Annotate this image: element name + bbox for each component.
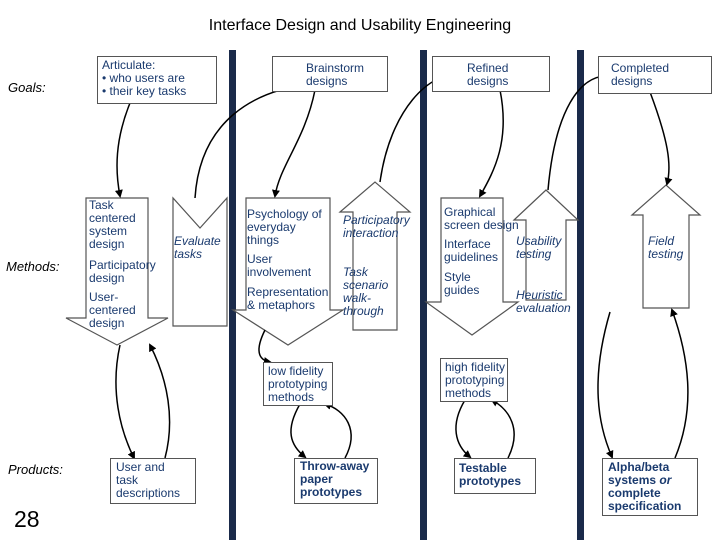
goal-articulate-text: Articulate: • who users are • their key … — [102, 58, 187, 98]
product-alpha-or: or — [659, 473, 672, 487]
method-low-fidelity-box: low fidelity prototyping methods — [263, 362, 333, 406]
block-arrow-field-testing — [630, 184, 702, 309]
goal-refined-box: Refined designs — [432, 56, 550, 92]
arrow-psych-to-low-fi — [258, 329, 272, 365]
row-label-methods: Methods: — [6, 259, 60, 274]
block-arrow-usability — [512, 189, 580, 301]
method-task-scenario: Task scenario walk- through — [343, 265, 389, 318]
product-alpha-pre: Alpha/beta systems — [608, 460, 670, 487]
goal-articulate-box: Articulate: • who users are • their key … — [97, 56, 217, 104]
goal-completed-box: Completed designs — [598, 56, 712, 94]
method-high-fidelity-box: high fidelity prototyping methods — [440, 358, 508, 402]
slide-number: 28 — [14, 506, 40, 532]
product-testable: Testable prototypes — [459, 461, 522, 488]
product-throwaway: Throw-away paper prototypes — [300, 459, 370, 499]
goal-refined-text: Refined designs — [467, 61, 509, 88]
goal-brainstorm-text: Brainstorm designs — [306, 61, 365, 88]
method-heuristic: Heuristic evaluation — [516, 288, 571, 315]
arrow-brainstorm-to-psychology — [272, 89, 316, 198]
arrow-high-fi-to-testable — [455, 399, 472, 459]
phase-divider-1 — [229, 50, 236, 540]
product-user-task: User and task descriptions — [116, 460, 181, 500]
method-graphical: Graphical screen design — [444, 205, 519, 232]
block-arrow-graphical — [424, 197, 520, 336]
product-throwaway-box: Throw-away paper prototypes — [294, 458, 378, 504]
method-style-guides: Style guides — [444, 270, 480, 297]
product-alpha: Alpha/beta systems or complete specifica… — [608, 460, 682, 514]
diagram-title: Interface Design and Usability Engineeri… — [208, 17, 512, 34]
method-field-testing: Field testing — [648, 234, 684, 261]
arrow-field-to-alpha — [597, 311, 614, 459]
arrow-user-task-loop — [115, 344, 135, 460]
method-high-fidelity: high fidelity prototyping methods — [445, 360, 506, 400]
product-testable-box: Testable prototypes — [454, 458, 536, 494]
arrow-testable-to-high-fi — [490, 399, 515, 459]
arrow-refined-to-graphical — [479, 89, 504, 198]
arrow-throwaway-to-low-fi — [323, 401, 352, 459]
product-alpha-box: Alpha/beta systems or complete specifica… — [602, 458, 698, 516]
product-alpha-post: complete specification — [608, 486, 682, 513]
phase-divider-2 — [420, 50, 427, 540]
block-arrow-participatory-interaction — [338, 181, 412, 331]
block-arrow-psychology — [230, 197, 346, 346]
phase-divider-3 — [577, 50, 584, 540]
row-label-products: Products: — [8, 462, 63, 477]
method-usability-testing: Usability testing — [516, 234, 562, 261]
method-evaluate-tasks: Evaluate tasks — [174, 234, 221, 261]
row-label-goals: Goals: — [8, 80, 46, 95]
arrow-completed-to-field — [649, 91, 673, 186]
method-user-involvement: User involvement — [247, 252, 312, 279]
arrow-articulate-to-task — [114, 102, 131, 198]
arrow-user-task-loop-back — [149, 343, 171, 459]
goal-brainstorm-box: Brainstorm designs — [272, 56, 388, 92]
method-task-centered: Task centered system design — [89, 198, 136, 251]
goal-completed-text: Completed designs — [611, 61, 670, 88]
method-low-fidelity: low fidelity prototyping methods — [268, 364, 328, 404]
method-participatory-interaction: Participatory interaction — [343, 213, 410, 240]
method-psychology: Psychology of everyday things — [247, 207, 322, 247]
block-arrow-evaluate-tasks — [172, 196, 228, 327]
method-user-centered: User- centered design — [89, 290, 136, 330]
method-representation: Representation & metaphors — [247, 285, 329, 312]
product-user-task-box: User and task descriptions — [110, 458, 196, 504]
block-arrow-task-centered — [65, 197, 169, 346]
arrow-low-fi-to-throwaway — [290, 403, 307, 459]
method-interface-guidelines: Interface guidelines — [444, 237, 499, 264]
method-participatory-design: Participatory design — [89, 258, 156, 285]
arrow-alpha-to-field — [670, 308, 689, 459]
